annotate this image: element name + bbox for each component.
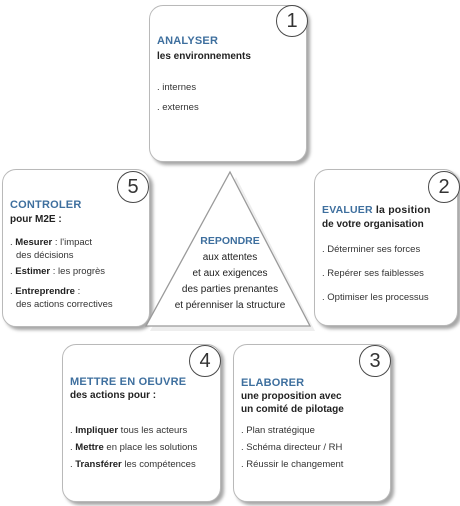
item-keyword: Mesurer xyxy=(15,237,53,248)
step-title: ELABORER xyxy=(241,377,304,389)
list-item: . externes xyxy=(157,102,199,113)
item-text: : l'impact xyxy=(52,237,93,248)
step-keyword: CONTROLER xyxy=(10,199,82,211)
step-title-rest: la position xyxy=(372,204,431,216)
item-text: en place les solutions xyxy=(103,442,198,453)
step-number-badge: 3 xyxy=(359,345,391,377)
step-title: METTRE EN OEUVRE xyxy=(70,376,186,388)
center-text-line: aux attentes xyxy=(202,252,258,263)
list-item: . Entreprendre : xyxy=(10,286,81,297)
center-title: REPONDRE xyxy=(200,235,260,247)
step-subtitle: les environnements xyxy=(157,51,251,62)
list-item: . Réussir le changement xyxy=(241,459,344,470)
step-keyword: ELABORER xyxy=(241,377,305,389)
list-item: . Optimiser les processus xyxy=(322,292,429,303)
list-item: . Déterminer ses forces xyxy=(322,244,421,255)
list-item: . Mettre en place les solutions xyxy=(70,442,198,453)
step-subtitle: des actions pour : xyxy=(70,390,157,401)
item-keyword: Entreprendre xyxy=(15,286,75,297)
step-keyword: METTRE EN OEUVRE xyxy=(70,376,187,388)
list-item: . Mesurer : l'impact xyxy=(10,237,93,248)
list-item: . Plan stratégique xyxy=(241,425,315,436)
item-text: les compétences xyxy=(121,459,196,470)
step-keyword: EVALUER xyxy=(322,204,373,216)
step-title: EVALUER la position xyxy=(322,204,431,216)
step-subtitle: pour M2E : xyxy=(10,214,62,225)
list-item: . Transférer les compétences xyxy=(70,459,196,470)
center-text-line: des parties prenantes xyxy=(181,284,279,295)
item-text: : les progrès xyxy=(50,266,106,277)
step-title: ANALYSER xyxy=(157,35,218,47)
step-subtitle: un comité de pilotage xyxy=(241,404,344,415)
step-keyword: ANALYSER xyxy=(157,35,219,47)
list-item: . Estimer : les progrès xyxy=(10,266,106,277)
item-keyword: Transférer xyxy=(75,459,122,470)
list-item: . Impliquer tous les acteurs xyxy=(70,425,188,436)
center-triangle xyxy=(144,170,315,331)
list-item: . Repérer ses faiblesses xyxy=(322,268,424,279)
item-keyword: Mettre xyxy=(75,442,104,453)
item-text: : xyxy=(74,286,81,297)
center-text-line: et aux exigences xyxy=(192,268,268,279)
step-number-badge: 1 xyxy=(276,5,308,37)
step-title: CONTROLER xyxy=(10,199,81,211)
item-keyword: Estimer xyxy=(15,266,51,277)
center-text-line: et pérenniser la structure xyxy=(174,300,286,311)
list-item-continuation: des décisions xyxy=(16,250,74,261)
step-number-badge: 4 xyxy=(189,345,221,377)
list-item-continuation: des actions correctives xyxy=(16,299,113,310)
item-keyword: Impliquer xyxy=(75,425,119,436)
step-number-badge: 5 xyxy=(117,171,149,203)
step-subtitle: une proposition avec xyxy=(241,391,342,402)
step-number-badge: 2 xyxy=(428,171,460,203)
list-item: . internes xyxy=(157,82,197,93)
step-subtitle: de votre organisation xyxy=(322,219,424,230)
list-item: . Schéma directeur / RH xyxy=(241,442,343,453)
item-text: tous les acteurs xyxy=(118,425,188,436)
